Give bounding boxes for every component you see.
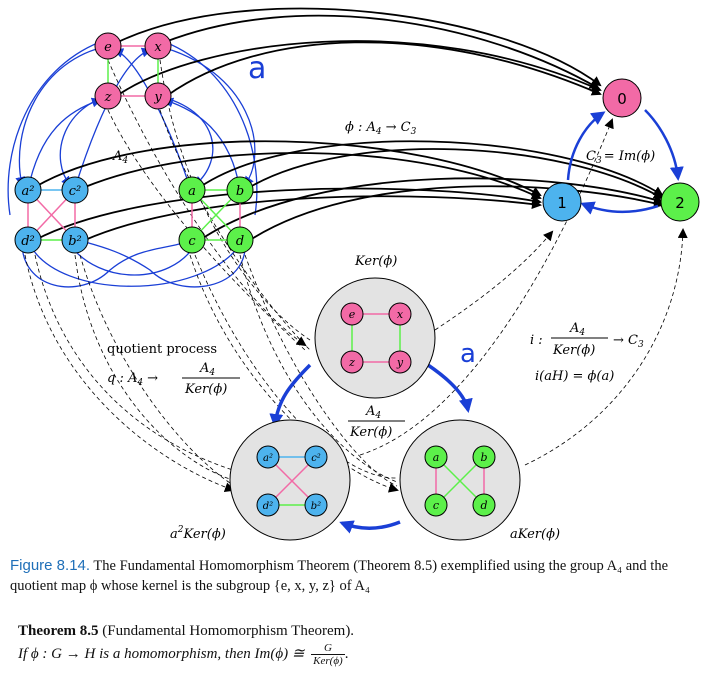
ker-title: Ker(ϕ)	[354, 254, 397, 269]
a4-cayley-arcs	[7, 41, 258, 288]
node-a	[178, 176, 206, 204]
theorem-block: Theorem 8.5 (Fundamental Homomorphism Th…	[18, 620, 698, 667]
generator-label-top: a	[248, 51, 266, 86]
ker-label-e: e	[349, 308, 356, 321]
figure-label: Figure 8.14.	[10, 557, 91, 574]
theorem-name: (Fundamental Homomorphism Theorem).	[102, 623, 355, 639]
a4-label: A4	[112, 149, 128, 166]
phi-map-label: ϕ : A4→ C3	[345, 120, 417, 137]
node-e	[94, 32, 122, 60]
iso-frac-num: A4	[569, 321, 585, 338]
caption-text: The Fundamental Homomorphism Theorem (Th…	[10, 558, 669, 594]
a4-node-labels: e x y z a² c² d² b² a b c d	[21, 40, 244, 249]
label-x: x	[154, 40, 162, 55]
quotient-cycle-arcs	[269, 363, 473, 534]
phi-arrows	[34, 7, 664, 241]
theorem-statement-line: If ϕ : G → H is a homomorphism, then Im(…	[18, 642, 698, 667]
aker-coset: a b c d	[399, 419, 521, 541]
homomorphism-diagram: e x y z a² c² d² b² a b c d 0 1 2	[7, 7, 700, 542]
coset-label-d2: d²	[263, 501, 273, 512]
a2ker-title: a2Ker(ϕ)	[170, 525, 226, 542]
theorem-number: 8.5	[79, 623, 99, 639]
node-d2	[14, 226, 42, 254]
c3-image-label: C3= Im(ϕ)	[586, 149, 655, 166]
label-b: b	[236, 184, 244, 199]
quotient-frac-num: A4	[199, 361, 215, 378]
theorem-period: .	[344, 645, 349, 662]
label-a2: a²	[22, 184, 35, 199]
node-a2	[14, 176, 42, 204]
node-b2	[61, 226, 89, 254]
coset-label-b2: b²	[311, 501, 321, 512]
theorem-frac-num: G	[311, 642, 345, 655]
label-c: c	[188, 234, 196, 249]
label-b2: b²	[68, 234, 82, 249]
node-b	[226, 176, 254, 204]
coset-label-d: d	[480, 499, 487, 512]
theorem-fraction: G Ker(ϕ)	[311, 642, 345, 667]
ker-label-x: x	[397, 308, 404, 321]
iso-frac-den: Ker(ϕ)	[552, 343, 595, 358]
node-c2	[61, 176, 89, 204]
node-z	[94, 82, 122, 110]
theorem-title: Theorem	[18, 623, 77, 639]
ker-label-y: y	[396, 356, 404, 369]
node-2	[660, 182, 700, 222]
coset-label-c: c	[433, 499, 439, 512]
label-d2: d²	[21, 234, 35, 249]
coset-label-a: a	[433, 451, 440, 464]
theorem-statement: If ϕ : G → H is a homomorphism, then Im(…	[18, 645, 305, 662]
label-2: 2	[675, 194, 685, 212]
coset-label-c2: c²	[311, 453, 321, 464]
mid-frac-num: A4	[365, 404, 381, 421]
node-0	[602, 78, 642, 118]
generator-label-mid: a	[460, 339, 476, 369]
node-d	[226, 226, 254, 254]
c3-cayley-arcs	[566, 109, 684, 215]
iso-definition: i(aH) = ϕ(a)	[535, 369, 614, 384]
node-1	[542, 182, 582, 222]
a2ker-coset: a² c² d² b²	[229, 419, 351, 541]
mid-frac-den: Ker(ϕ)	[349, 425, 392, 440]
label-e: e	[104, 40, 112, 55]
ker-coset: e x z y	[314, 277, 436, 399]
label-y: y	[153, 90, 162, 105]
label-z: z	[104, 90, 112, 105]
coset-label-b: b	[480, 451, 487, 464]
figure-caption: Figure 8.14. The Fundamental Homomorphis…	[10, 556, 700, 596]
node-x	[144, 32, 172, 60]
label-1: 1	[557, 194, 567, 212]
quotient-process-title: quotient process	[107, 342, 217, 357]
quotient-map-label: q : A4→	[107, 371, 158, 388]
iso-arrow: → C3	[613, 333, 644, 350]
node-c	[178, 226, 206, 254]
aker-title: aKer(ϕ)	[510, 527, 560, 542]
a4-nodes	[14, 32, 254, 254]
theorem-frac-den: Ker(ϕ)	[313, 655, 343, 667]
iso-map-label: i :	[530, 333, 543, 348]
ker-label-z: z	[348, 356, 355, 369]
label-c2: c²	[69, 184, 82, 199]
c3-nodes	[542, 78, 700, 222]
label-a: a	[188, 184, 196, 199]
coset-label-a2: a²	[263, 453, 273, 464]
label-0: 0	[617, 90, 627, 108]
node-y	[144, 82, 172, 110]
label-d: d	[236, 234, 244, 249]
quotient-frac-den: Ker(ϕ)	[184, 382, 227, 397]
theorem-heading: Theorem 8.5 (Fundamental Homomorphism Th…	[18, 620, 698, 642]
